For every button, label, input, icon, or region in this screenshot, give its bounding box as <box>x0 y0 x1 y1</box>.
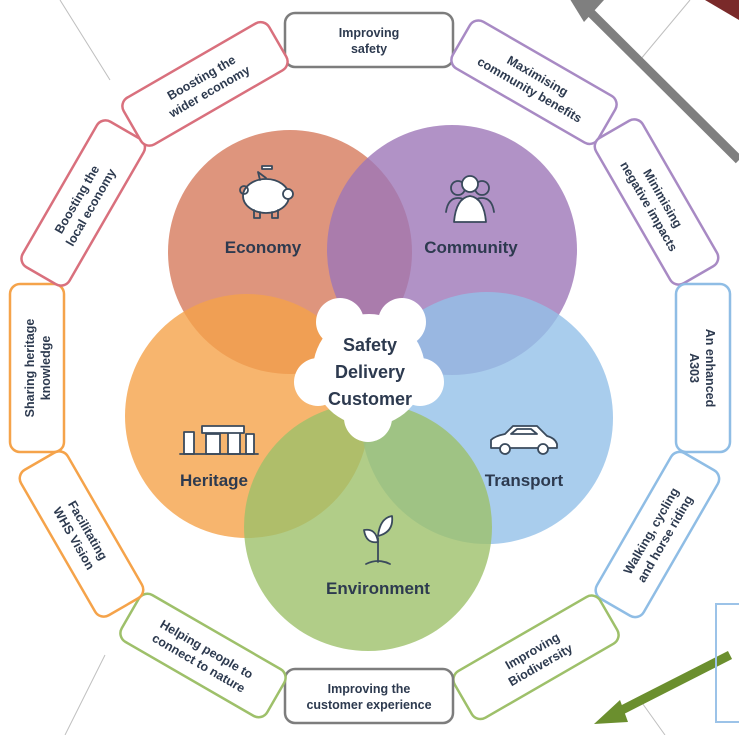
guide-lines <box>59 0 691 735</box>
customer-experience-tab-line1-text: Improving the <box>328 682 411 696</box>
sharing-heritage-tab-line2-text: knowledge <box>39 336 53 401</box>
improving-safety-tab-frame <box>283 11 455 69</box>
sharing-heritage-tab-frame <box>8 282 66 454</box>
guide-line <box>59 0 111 81</box>
whs-vision-tab-frame <box>18 450 145 618</box>
center-customer-text: Customer <box>328 389 412 409</box>
piggy-bank-icon <box>239 165 294 219</box>
heritage-label: Heritage <box>180 471 248 490</box>
walking-cycling-tab-frame <box>594 450 721 619</box>
connect-nature-tab-frame <box>119 592 287 719</box>
enhanced-a303-tab-line2-text: A303 <box>687 353 701 383</box>
environment-circle <box>244 403 492 651</box>
green-arrow <box>594 650 733 724</box>
guide-line <box>64 654 106 735</box>
environment-label: Environment <box>326 579 430 598</box>
community-label: Community <box>424 238 518 257</box>
center-safety-text: Safety <box>343 335 397 355</box>
customer-experience-tab: Improving the customer experience <box>283 667 455 725</box>
red-arrow-fragment <box>705 0 739 20</box>
customer-experience-tab-frame <box>283 667 455 725</box>
local-economy-tab-frame <box>20 119 147 287</box>
customer-experience-tab-line2-text: customer experience <box>306 698 431 712</box>
center-delivery-text: Delivery <box>335 362 405 382</box>
wider-economy-tab-frame <box>121 20 289 147</box>
blue-text-box <box>715 603 739 723</box>
center-core <box>294 298 444 442</box>
gray-arrow <box>570 0 739 164</box>
guide-line <box>639 699 666 735</box>
guide-line <box>639 0 691 61</box>
sharing-heritage-tab-line1-text: Sharing heritage <box>23 319 37 418</box>
people-group-icon <box>445 175 495 223</box>
transport-label: Transport <box>485 471 564 490</box>
car-icon <box>490 425 558 455</box>
improving-safety-tab-line1-text: Improving <box>339 26 399 40</box>
improving-safety-tab: Improving safety <box>283 11 455 69</box>
enhanced-a303-tab-line1-text: An enhanced <box>703 329 717 408</box>
maximising-community-tab-frame <box>450 19 618 146</box>
sprout-icon <box>363 515 394 565</box>
minimising-negative-tab-frame <box>593 118 720 286</box>
enhanced-a303-tab-frame <box>674 282 732 454</box>
stonehenge-icon <box>179 425 259 455</box>
economy-label: Economy <box>225 238 302 257</box>
improving-biodiversity-tab-frame <box>452 594 620 721</box>
improving-safety-tab-line2-text: safety <box>351 42 387 56</box>
